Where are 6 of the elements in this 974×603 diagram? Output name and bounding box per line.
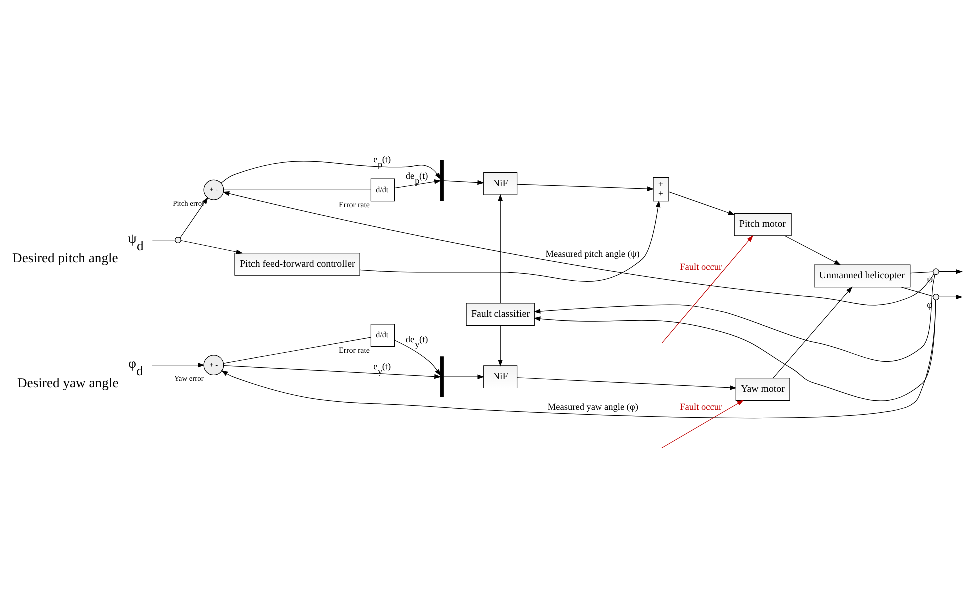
- edge-label: Measured pitch angle (ψ): [545, 250, 640, 260]
- edge-label: Measured yaw angle (φ): [547, 402, 638, 412]
- node-label: Desired pitch angle: [12, 250, 118, 265]
- node-label: Desired yaw angle: [16, 374, 118, 390]
- edge-label: Fault occur: [680, 402, 722, 412]
- edge-label: Fault occur: [680, 262, 722, 273]
